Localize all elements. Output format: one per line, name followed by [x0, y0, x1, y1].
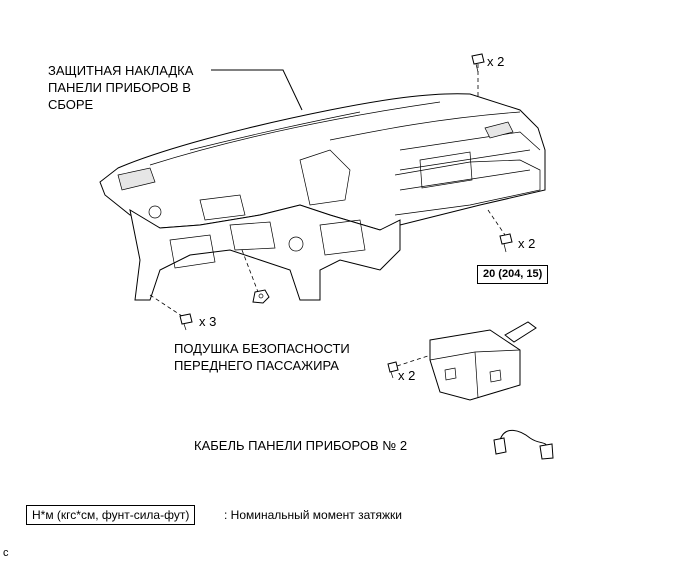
passenger-airbag [429, 321, 537, 401]
bolt-icon [179, 313, 193, 331]
legend-description: : Номинальный момент затяжки [224, 508, 402, 522]
dash-cover-leader [211, 69, 303, 111]
legend-unit-box: Н*м (кгс*см, фунт-сила-фут) [26, 505, 196, 525]
right-bolt-quantity: x 2 [518, 236, 536, 251]
instrument-panel-cable [493, 429, 554, 460]
left-bolt-quantity: x 3 [199, 314, 217, 329]
torque-spec-box: 20 (204, 15) [477, 265, 549, 284]
clip-icon [387, 361, 399, 379]
instrument-panel-assembly [99, 93, 546, 301]
corner-mark: c [3, 547, 9, 559]
dash-cover-label-line3: СБОРЕ [48, 97, 94, 112]
bolt-icon [471, 53, 485, 73]
top-bolt-quantity: x 2 [487, 54, 505, 69]
airbag-label-line2: ПЕРЕДНЕГО ПАССАЖИРА [174, 358, 339, 373]
dash-cover-label-line1: ЗАЩИТНАЯ НАКЛАДКА [48, 63, 194, 78]
airbag-label-line1: ПОДУШКА БЕЗОПАСНОСТИ [174, 341, 350, 356]
bolt-icon [499, 233, 513, 253]
vent-left [117, 167, 156, 191]
cable-label: КАБЕЛЬ ПАНЕЛИ ПРИБОРОВ № 2 [194, 438, 408, 453]
dash-cover-label-line2: ПАНЕЛИ ПРИБОРОВ В [48, 80, 191, 95]
vent-right [484, 121, 514, 139]
airbag-bolt-quantity: x 2 [398, 368, 416, 383]
nut-icon [252, 289, 270, 304]
